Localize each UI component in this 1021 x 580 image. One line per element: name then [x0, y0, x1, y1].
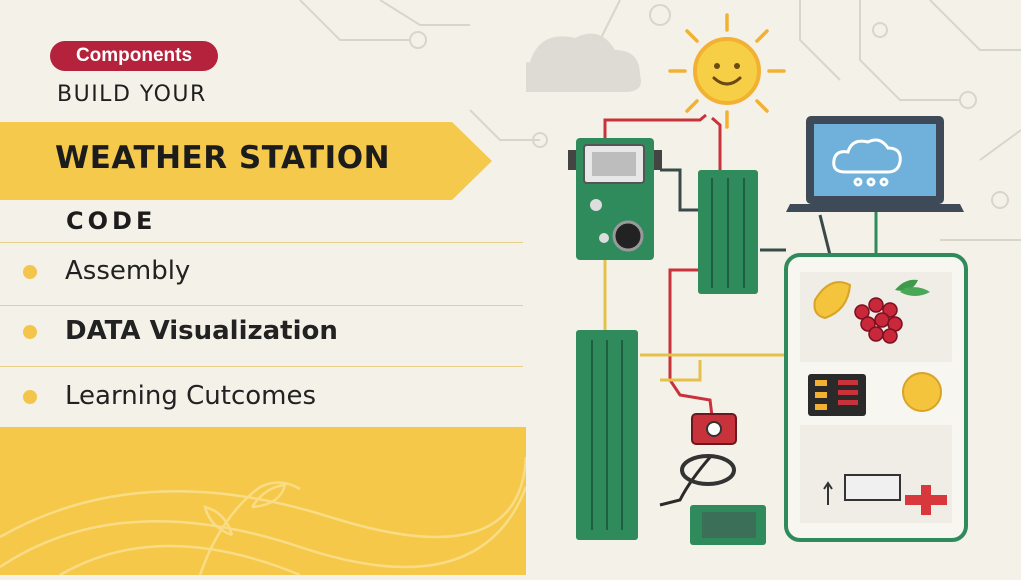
divider [0, 242, 523, 243]
bullet-icon [23, 265, 37, 279]
title-banner [0, 122, 492, 200]
sun-icon [668, 13, 786, 129]
list-item-label: Learning Cutcomes [65, 381, 317, 411]
weather-station-illustration [526, 13, 968, 545]
divider [0, 305, 523, 306]
list-item-label: DATA Visualization [65, 316, 338, 346]
bullet-icon [23, 325, 37, 339]
microcontroller-icon [576, 330, 638, 540]
list-item-data-visualization[interactable]: DATA Visualization [0, 312, 523, 352]
small-board-icon [690, 505, 766, 545]
list-item-assembly[interactable]: Assembly [0, 252, 523, 292]
camera-sensor-icon [680, 413, 737, 486]
list-item-label: Assembly [65, 256, 191, 286]
bullet-icon [23, 390, 37, 404]
microcontroller-icon [698, 170, 758, 294]
laptop-icon [786, 116, 964, 212]
page-title: WEATHER STATION [55, 140, 391, 176]
build-your-heading: BUILD YOUR [57, 82, 207, 107]
divider [0, 366, 523, 367]
code-heading: CODE [66, 207, 157, 235]
cloud-icon [526, 33, 641, 92]
breadboard-icon [784, 253, 968, 542]
sensor-board-icon [568, 138, 662, 260]
raspberry-icon [854, 279, 930, 344]
orange-icon [902, 372, 942, 412]
cloud-upload-icon [832, 138, 902, 187]
list-item-learning-outcomes[interactable]: Learning Cutcomes [0, 377, 523, 417]
leaf-swirl-decoration [0, 456, 528, 577]
components-badge: Components [50, 41, 218, 71]
decorative-panel [0, 427, 528, 577]
lemon-icon [813, 281, 852, 320]
